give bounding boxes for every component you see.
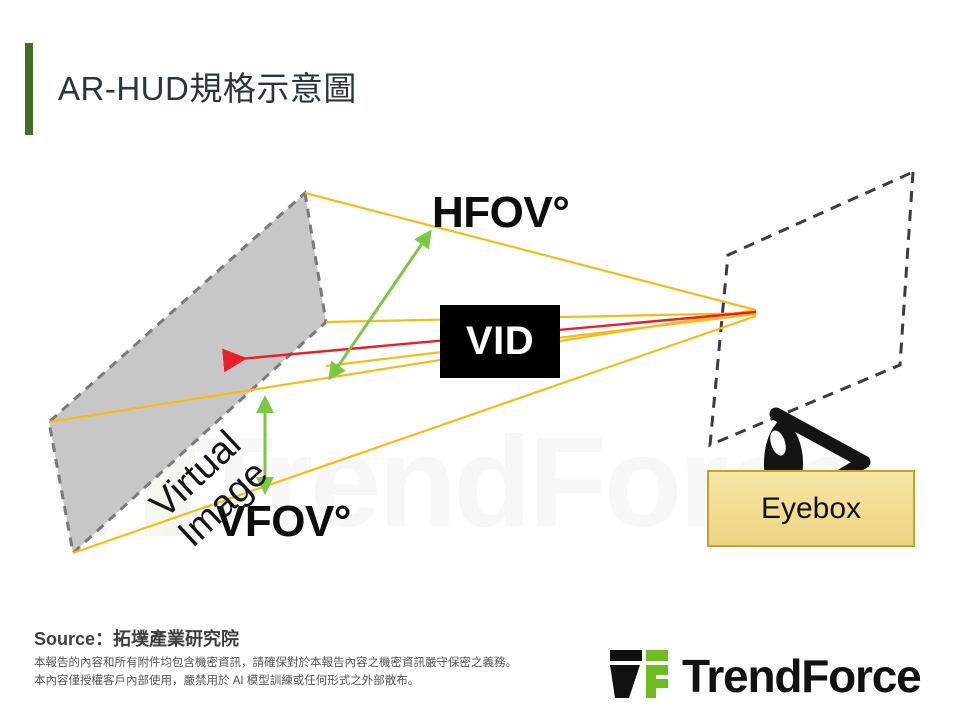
hfov-label: HFOV° (432, 188, 570, 237)
trendforce-wordmark: TrendForce (682, 650, 921, 700)
vfov-label: VFOV° (216, 497, 351, 546)
trendforce-logo-mark (610, 650, 668, 698)
eyebox-label: Eyebox (760, 491, 862, 525)
trendforce-logo: TrendForce (610, 650, 922, 700)
title-accent-bar (25, 43, 33, 135)
disclaimer-line-1: 本報告的內容和所有附件均包含機密資訊，請確保對於本報告內容之機密資訊嚴守保密之義… (34, 657, 517, 669)
disclaimer-line-2: 本內容僅授權客戶內部使用，嚴禁用於 AI 模型訓練或任何形式之外部散布。 (34, 674, 420, 687)
vid-badge: VID (440, 305, 560, 378)
vid-label: VID (465, 319, 535, 363)
disclaimer: 本報告的內容和所有附件均包含機密資訊，請確保對於本報告內容之機密資訊嚴守保密之義… (34, 655, 517, 691)
eyebox-plane (708, 169, 915, 448)
eyebox-callout[interactable]: Eyebox (707, 470, 915, 547)
virtual-image-plane (47, 190, 328, 556)
hfov-measure-arrow (328, 229, 432, 381)
page-title: AR-HUD規格示意圖 (58, 70, 357, 107)
source-line: Source：拓墣產業研究院 (34, 629, 240, 649)
